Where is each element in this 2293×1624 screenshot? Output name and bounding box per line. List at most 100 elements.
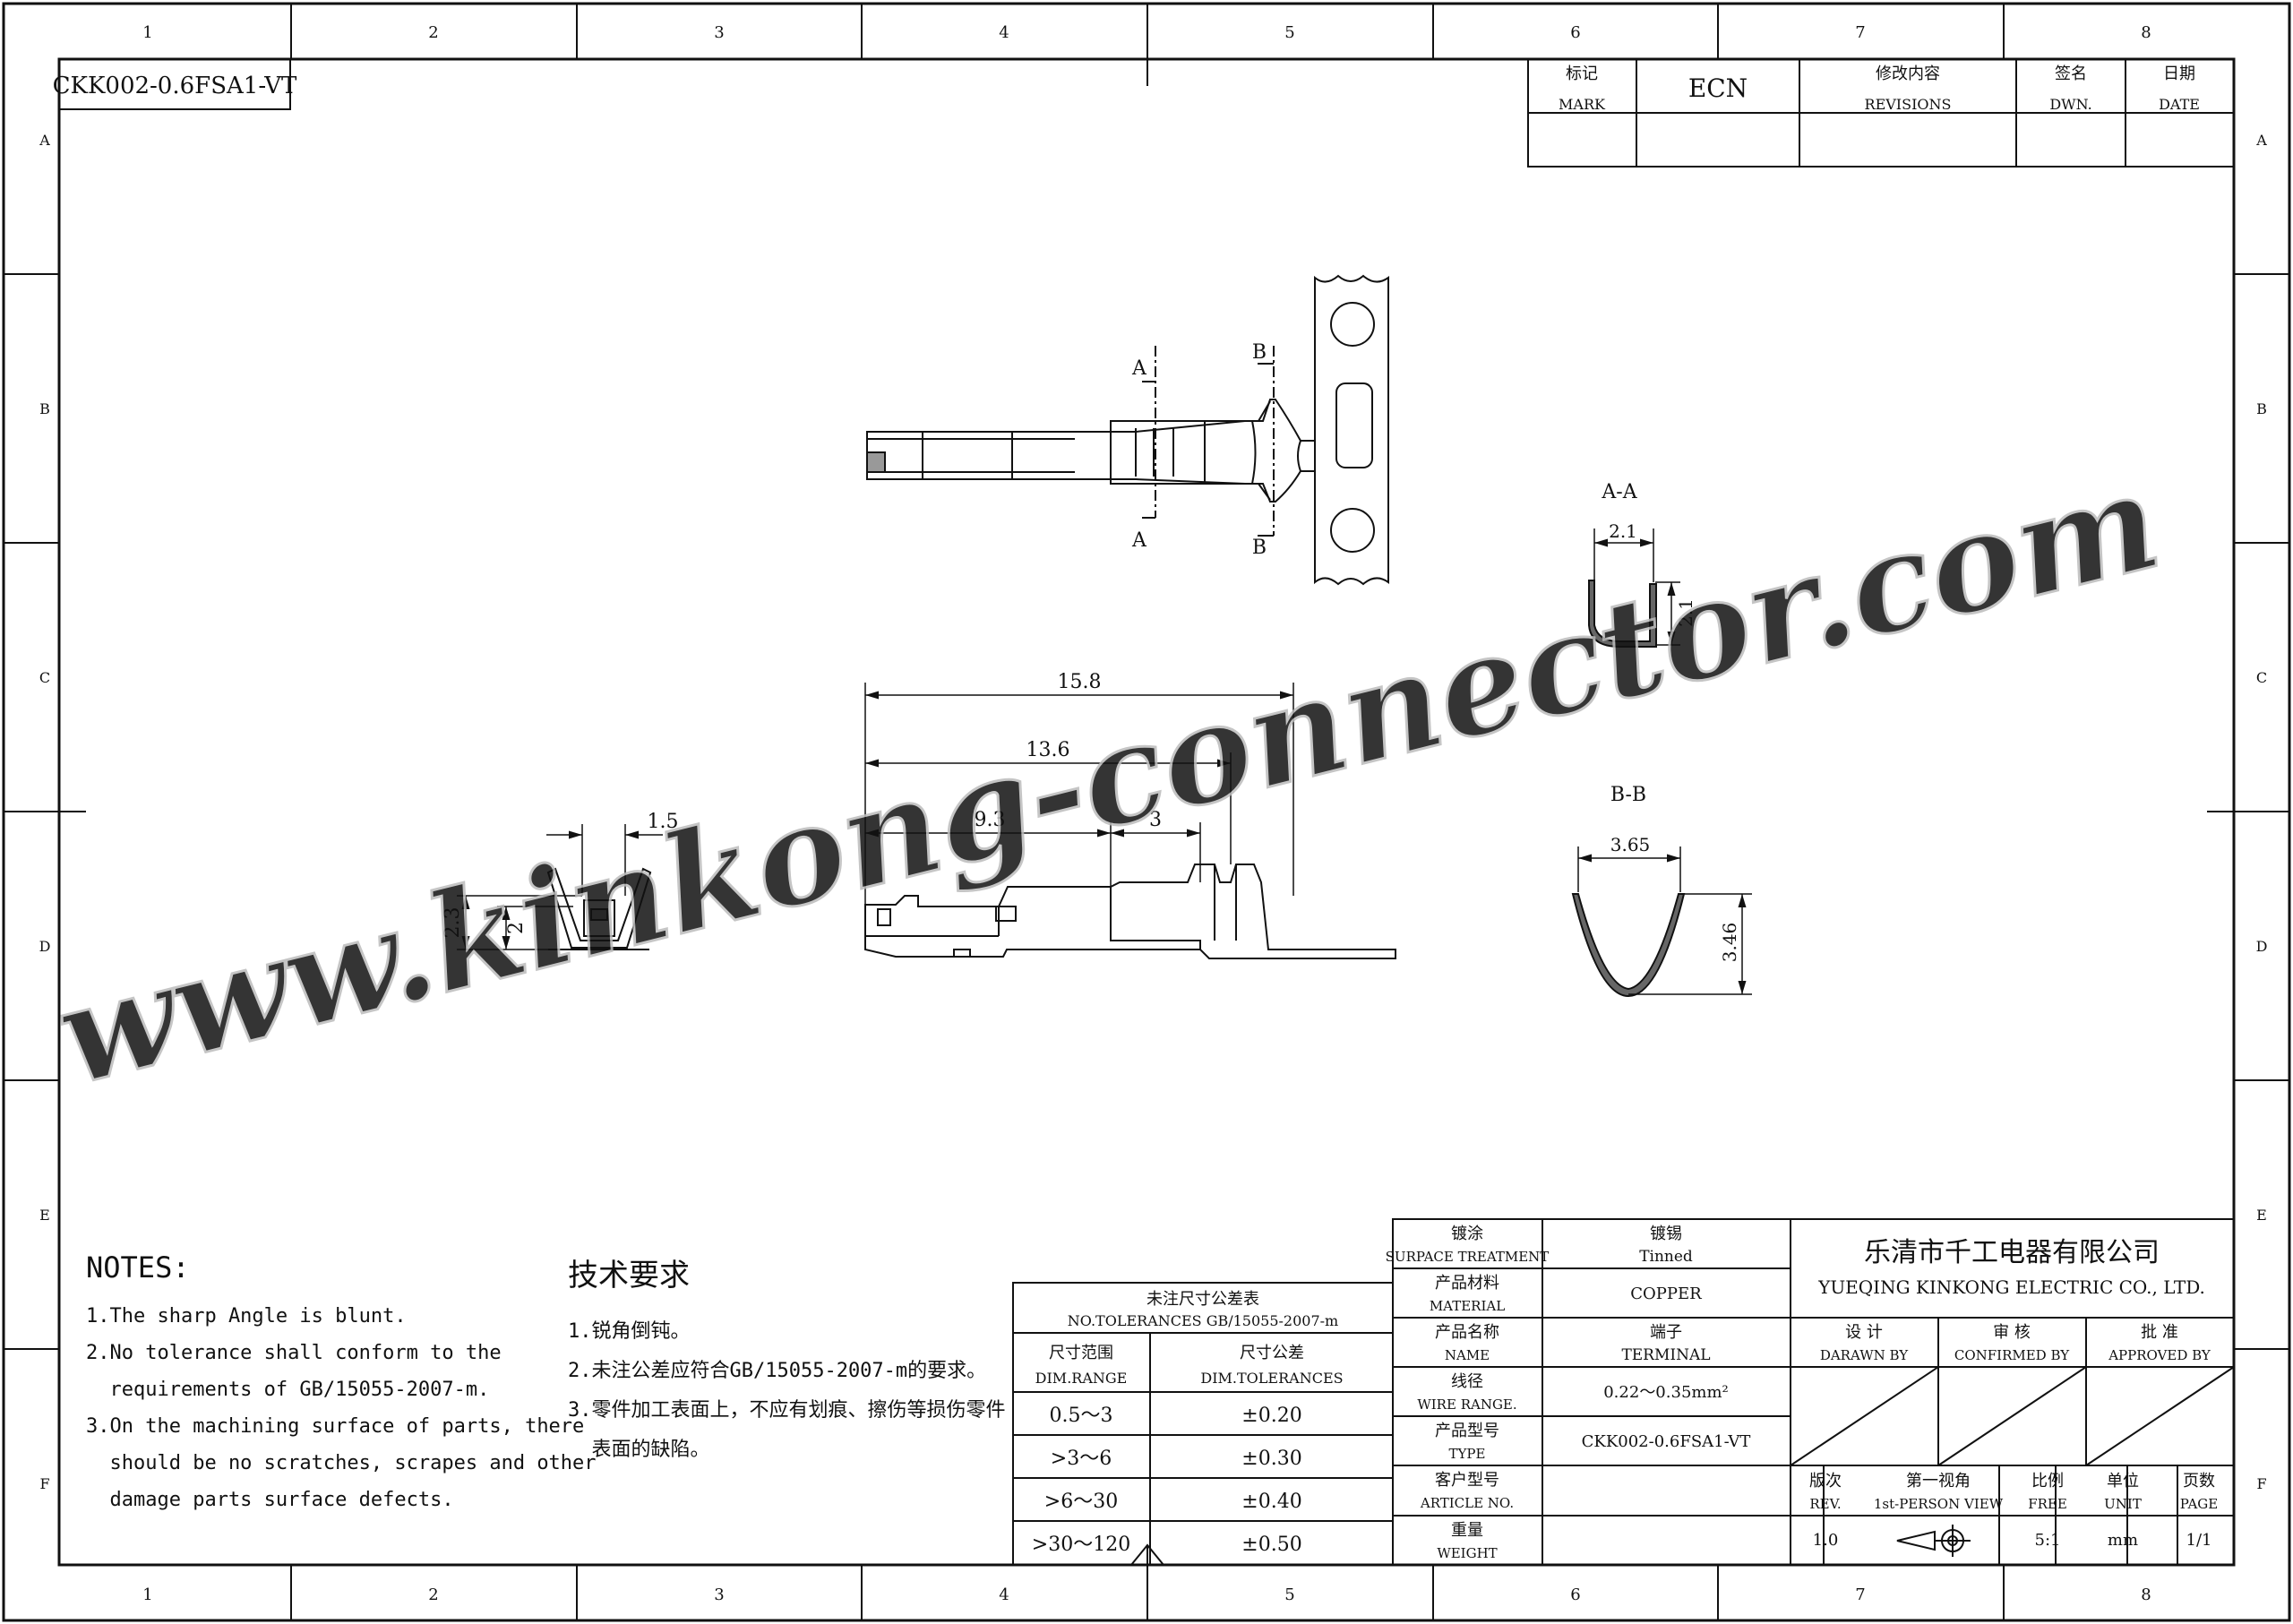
spec-label-cn: 产品名称 — [1435, 1323, 1499, 1342]
rev-dwn-en: DWN. — [2049, 96, 2091, 113]
tol-col1-cn: 尺寸范围 — [1049, 1344, 1113, 1362]
tol-value: ±0.50 — [1241, 1534, 1301, 1556]
drawing-code: CKK002-0.6FSA1-VT — [53, 73, 297, 99]
view-label-cn: 第一视角 — [1906, 1472, 1971, 1491]
column-dividers — [4, 4, 2289, 1620]
col-label: 3 — [714, 1585, 724, 1604]
spec-value: CKK002-0.6FSA1-VT — [1582, 1432, 1751, 1451]
tol-range: >6～30 — [1044, 1491, 1118, 1513]
approval-confirmed-cn: 审 核 — [1993, 1323, 2031, 1342]
tol-value: ±0.20 — [1241, 1405, 1301, 1427]
company-name-en: YUEQING KINKONG ELECTRIC CO., LTD. — [1817, 1276, 2205, 1298]
spec-value-cn: 镀锡 — [1650, 1224, 1682, 1243]
col-label: 2 — [428, 1585, 438, 1604]
note-en-line: should be no scratches, scrapes and othe… — [86, 1452, 597, 1474]
col-label: 4 — [999, 23, 1009, 42]
approval-approved-cn: 批 准 — [2141, 1323, 2178, 1342]
col-label: 8 — [2141, 23, 2151, 42]
spec-value: COPPER — [1630, 1285, 1702, 1303]
note-cn-line: 1.锐角倒钝。 — [568, 1320, 691, 1343]
watermark: www.kinkong-connector.com — [43, 442, 2174, 1116]
row-label: C — [39, 669, 50, 686]
col-label: 7 — [1855, 23, 1865, 42]
rev-revisions-cn: 修改内容 — [1876, 64, 1940, 83]
spec-value: 0.22～0.35mm² — [1603, 1383, 1729, 1402]
approval-drawn-cn: 设 计 — [1845, 1323, 1883, 1342]
note-cn-line: 表面的缺陷。 — [568, 1439, 710, 1461]
tol-title-en: NO.TOLERANCES GB/15055-2007-m — [1068, 1312, 1338, 1329]
title-block-text: 乐清市千工电器有限公司 YUEQING KINKONG ELECTRIC CO.… — [1809, 1237, 2218, 1550]
side-view — [864, 864, 1396, 959]
front-dimension-lines — [457, 824, 663, 950]
section-cuts — [1142, 346, 1275, 537]
spec-label-en: TYPE — [1449, 1446, 1486, 1462]
page-label-en: PAGE — [2180, 1496, 2218, 1512]
spec-label-cn: 客户型号 — [1435, 1471, 1499, 1490]
dim-bb-width: 3.65 — [1610, 834, 1651, 855]
approval-drawn-en: DARAWN BY — [1820, 1347, 1909, 1363]
spec-table-text: 镀涂 SURPACE TREATMENT 镀锡 Tinned 产品材料 MATE… — [1386, 1224, 1751, 1561]
col-label: 6 — [1570, 23, 1580, 42]
dim-aa-height: 2.1 — [1675, 598, 1696, 627]
row-labels: A B C D E F A B C D E F — [39, 132, 2267, 1492]
row-label: F — [39, 1475, 49, 1492]
tol-title-cn: 未注尺寸公差表 — [1146, 1290, 1259, 1309]
rev-date-en: DATE — [2159, 96, 2200, 113]
dim-9-3: 9.3 — [975, 809, 1006, 831]
company-name-cn: 乐清市千工电器有限公司 — [1864, 1237, 2160, 1268]
rev-date-cn: 日期 — [2163, 64, 2195, 83]
view-label-en: 1st-PERSON VIEW — [1874, 1496, 2004, 1512]
notes-en-title: NOTES: — [86, 1250, 190, 1285]
notes-cn-title: 技术要求 — [568, 1258, 690, 1293]
col-label: 6 — [1570, 1585, 1580, 1604]
page-value: 1/1 — [2186, 1531, 2212, 1550]
note-en-line: 3.On the machining surface of parts, the… — [86, 1415, 585, 1438]
dim-13-6: 13.6 — [1026, 739, 1070, 761]
dim-bb-height: 3.46 — [1719, 923, 1740, 963]
note-en-line: 2.No tolerance shall conform to the — [86, 1342, 502, 1364]
spec-label-en: ARTICLE NO. — [1420, 1495, 1514, 1511]
spec-label-cn: 线径 — [1451, 1372, 1483, 1391]
col-label: 3 — [714, 23, 724, 42]
tol-col1-en: DIM.RANGE — [1035, 1370, 1128, 1387]
side-dimension-text: 15.8 13.6 9.3 3 — [975, 671, 1163, 831]
col-label: 2 — [428, 23, 438, 42]
tol-range: 0.5～3 — [1050, 1405, 1113, 1427]
note-cn-line: 2.未注公差应符合GB/15055-2007-m的要求。 — [568, 1360, 987, 1382]
dim-2-3: 2.3 — [442, 907, 464, 939]
row-label: B — [39, 400, 50, 417]
spec-label-en: SURPACE TREATMENT — [1386, 1249, 1550, 1265]
unit-label-cn: 单位 — [2107, 1472, 2139, 1491]
unit-label-en: UNIT — [2104, 1496, 2142, 1512]
approval-approved-en: APPROVED BY — [2108, 1347, 2211, 1363]
rev-revisions-en: REVISIONS — [1865, 96, 1952, 113]
revision-table: 标记 MARK ECN 修改内容 REVISIONS 签名 DWN. 日期 DA… — [1527, 58, 2235, 168]
row-label: E — [2256, 1207, 2267, 1224]
column-labels: 1 2 3 4 5 6 7 8 1 2 3 4 5 6 7 8 — [142, 23, 2151, 1604]
col-label: 5 — [1284, 1585, 1294, 1604]
rev-mark-cn: 标记 — [1566, 64, 1598, 83]
spec-label-cn: 产品材料 — [1435, 1274, 1499, 1293]
spec-table-grid — [1392, 1218, 1791, 1566]
section-a-bottom: A — [1131, 529, 1147, 552]
col-label: 8 — [2141, 1585, 2151, 1604]
scale-value: 5:1 — [2035, 1531, 2061, 1550]
dim-overall: 15.8 — [1058, 671, 1102, 693]
note-cn-line: 3.零件加工表面上，不应有划痕、擦伤等损伤零件 — [568, 1399, 1006, 1422]
spec-label-en: WIRE RANGE. — [1417, 1396, 1516, 1413]
section-bb — [1571, 846, 1752, 998]
note-en-line: damage parts surface defects. — [86, 1489, 454, 1511]
row-label: F — [2256, 1475, 2266, 1492]
note-en-line: 1.The sharp Angle is blunt. — [86, 1305, 407, 1328]
dim-1-5: 1.5 — [648, 811, 679, 833]
tol-col2-cn: 尺寸公差 — [1240, 1344, 1304, 1362]
rev-ecn: ECN — [1688, 73, 1748, 103]
rev-mark-en: MARK — [1559, 96, 1606, 113]
tol-range: >3～6 — [1051, 1448, 1112, 1470]
spec-label-cn: 产品型号 — [1435, 1422, 1499, 1440]
spec-value-cn: 端子 — [1650, 1323, 1682, 1342]
surface-roughness-symbol — [1130, 1543, 1164, 1566]
row-label: A — [39, 132, 50, 149]
approval-confirmed-en: CONFIRMED BY — [1954, 1347, 2070, 1363]
